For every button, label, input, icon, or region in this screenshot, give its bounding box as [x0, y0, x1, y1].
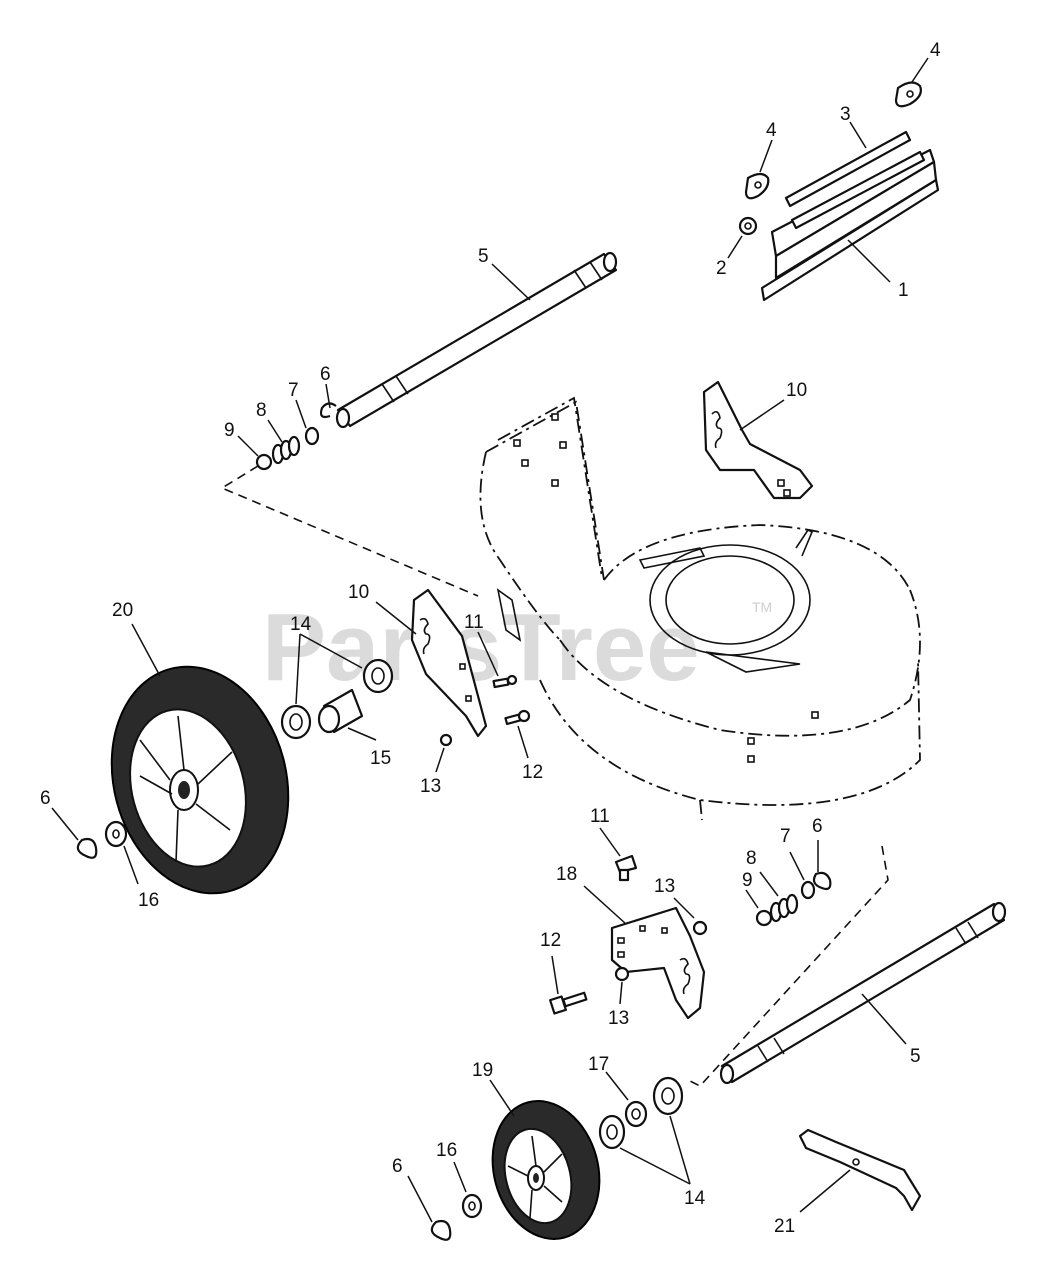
- callout-17: 17: [588, 1054, 609, 1075]
- callout-14-lower: 14: [684, 1188, 706, 1209]
- callout-21: 21: [774, 1216, 795, 1237]
- callout-20: 20: [112, 600, 133, 621]
- callout-7-lower: 7: [780, 826, 791, 847]
- front-axle-part-5[interactable]: [719, 901, 1007, 1085]
- spacer-part-15[interactable]: [317, 688, 364, 734]
- clip-part-6-upper[interactable]: [319, 402, 337, 419]
- clip-part-6-lower-right[interactable]: [812, 871, 832, 891]
- callout-6-left: 6: [40, 788, 51, 809]
- nut-part-13-lower-right[interactable]: [692, 920, 708, 936]
- washer-part-7-lower[interactable]: [800, 880, 816, 900]
- callout-18: 18: [556, 864, 577, 885]
- callout-6-upper: 6: [320, 364, 331, 385]
- height-adjuster-part-10-upper[interactable]: [702, 380, 814, 500]
- callout-6-lower-left: 6: [392, 1156, 403, 1177]
- callout-8-lower: 8: [746, 848, 757, 869]
- callout-5-lower: 5: [910, 1046, 921, 1067]
- callout-9-lower: 9: [742, 870, 753, 891]
- callout-16-left: 16: [138, 890, 159, 911]
- callout-9-upper: 9: [224, 420, 235, 441]
- bracket-part-4-upper[interactable]: [894, 81, 922, 108]
- washer-part-16-left[interactable]: [104, 820, 128, 848]
- guide-line-lower: [687, 845, 889, 1087]
- rod-part-3[interactable]: [784, 130, 926, 230]
- mower-deck: [479, 396, 921, 821]
- callout-4-upper: 4: [930, 40, 941, 61]
- guide-line-upper: [220, 465, 479, 597]
- rear-axle-part-5[interactable]: [335, 251, 618, 429]
- washer-part-14-lower-left[interactable]: [598, 1114, 626, 1150]
- callout-2: 2: [716, 258, 727, 279]
- callout-1: 1: [898, 280, 909, 301]
- callout-13-lower-right: 13: [654, 876, 675, 897]
- leader-lines: [51, 57, 929, 1223]
- callout-15: 15: [370, 748, 391, 769]
- callout-14-upper: 14: [290, 614, 312, 635]
- callout-8-upper: 8: [256, 400, 267, 421]
- callout-13-lower-left: 13: [608, 1008, 629, 1029]
- lever-part-21[interactable]: [798, 1128, 922, 1212]
- callout-10-upper: 10: [786, 380, 807, 401]
- clip-part-6-left[interactable]: [76, 837, 98, 859]
- washer-part-14-upper-right[interactable]: [362, 658, 394, 694]
- callout-19: 19: [472, 1060, 493, 1081]
- callout-10-lower: 10: [348, 582, 369, 603]
- spring-part-8-upper[interactable]: [271, 435, 301, 465]
- bracket-part-18[interactable]: [610, 906, 706, 1020]
- callout-12-lower: 12: [540, 930, 561, 951]
- watermark-text: PartsTree: [262, 594, 700, 701]
- washer-part-16-lower[interactable]: [461, 1193, 483, 1219]
- bolt-part-11-upper[interactable]: [492, 674, 518, 689]
- bracket-part-4-lower[interactable]: [744, 172, 770, 200]
- callout-13-upper: 13: [420, 776, 441, 797]
- nut-part-2[interactable]: [738, 216, 758, 236]
- washer-part-14-lower-right[interactable]: [652, 1076, 684, 1116]
- wheel-part-20[interactable]: [87, 647, 313, 914]
- callout-11-upper: 11: [464, 612, 484, 633]
- nut-part-9-upper[interactable]: [255, 453, 273, 471]
- nut-part-9-lower[interactable]: [755, 909, 773, 927]
- height-adjuster-part-10-lower[interactable]: [410, 588, 488, 738]
- bolt-part-12-lower[interactable]: [549, 991, 588, 1015]
- callout-labels: 4 3 4 2 1 5 6 7 8 9 10 10 20 14 11 15 13…: [40, 40, 941, 1237]
- clip-part-6-lower-left[interactable]: [430, 1219, 452, 1241]
- wheel-part-19[interactable]: [478, 1089, 615, 1251]
- callout-3: 3: [840, 104, 851, 125]
- bolt-part-12-upper[interactable]: [504, 709, 531, 726]
- callout-7-upper: 7: [288, 380, 299, 401]
- spring-part-8-lower[interactable]: [769, 893, 799, 923]
- callout-16-lower: 16: [436, 1140, 457, 1161]
- bolt-part-11-lower[interactable]: [614, 854, 638, 882]
- bearing-part-17[interactable]: [624, 1100, 648, 1128]
- nut-part-13-upper[interactable]: [439, 733, 453, 747]
- callout-4-lower: 4: [766, 120, 777, 141]
- callout-5-upper: 5: [478, 246, 489, 267]
- nut-part-13-lower-left[interactable]: [614, 966, 630, 982]
- watermark-trademark: TM: [752, 599, 772, 615]
- washer-part-7-upper[interactable]: [304, 426, 320, 446]
- callout-12-upper: 12: [522, 762, 543, 783]
- callout-11-lower: 11: [590, 806, 610, 827]
- washer-part-14-upper-left[interactable]: [280, 704, 312, 740]
- callout-6-lower-right: 6: [812, 816, 823, 837]
